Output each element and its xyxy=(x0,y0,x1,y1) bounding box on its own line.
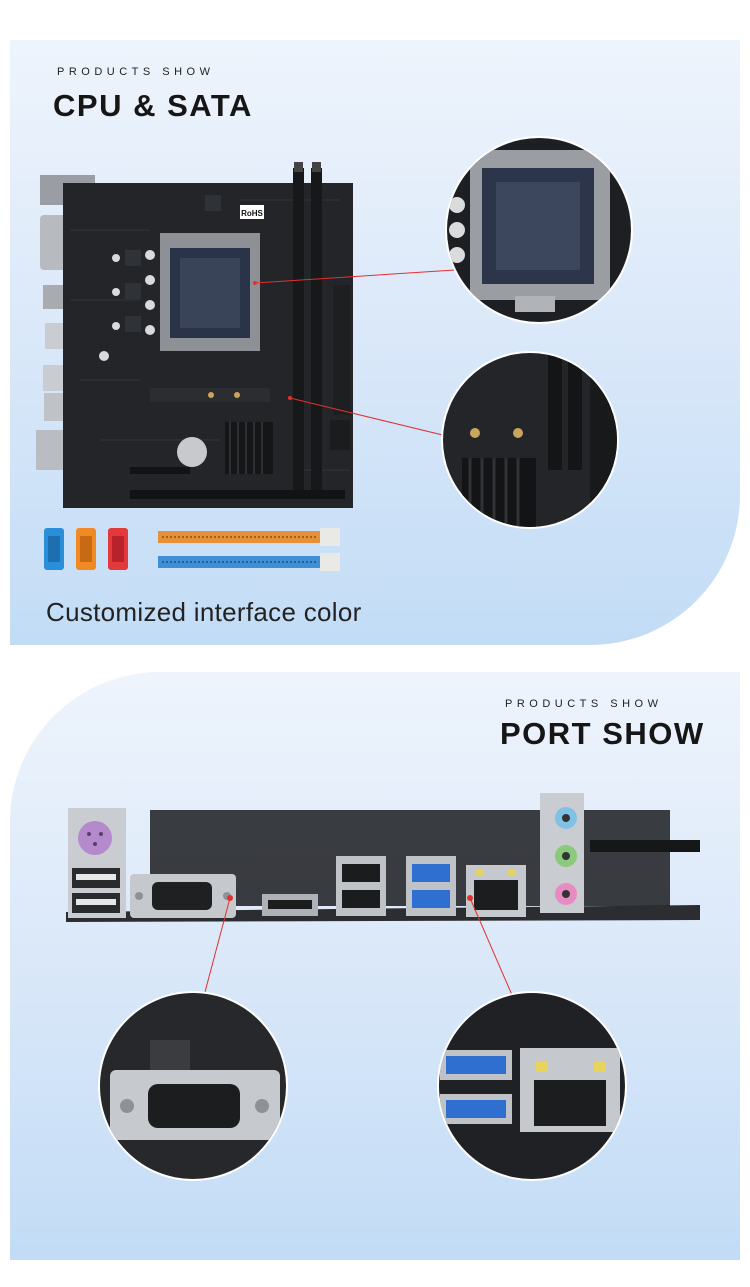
cpu-zoom-circle xyxy=(445,136,633,324)
motherboard-illustration: RoHS xyxy=(36,136,633,571)
port-show-panel xyxy=(10,672,740,1260)
callout-line-sata xyxy=(289,397,456,439)
dimm-slot xyxy=(311,168,322,498)
callout-line-lan xyxy=(469,897,513,996)
rohs-mark: RoHS xyxy=(241,209,263,218)
cmos-battery xyxy=(177,437,207,467)
ps2-port xyxy=(78,821,112,855)
section-title: CPU & SATA xyxy=(53,88,253,123)
vga-zoom-circle xyxy=(98,991,288,1181)
lan-zoom-circle xyxy=(437,991,627,1181)
sata-ports xyxy=(330,420,350,450)
atx-power-connector xyxy=(333,285,350,415)
pcie-slot xyxy=(590,840,700,852)
chipset-heatsink xyxy=(225,422,273,474)
pcie-x16-slot xyxy=(130,490,345,499)
section-caption: Customized interface color xyxy=(46,597,362,627)
callout-line-cpu xyxy=(254,269,456,284)
section-kicker: PRODUCTS SHOW xyxy=(57,66,215,78)
section-kicker: PRODUCTS SHOW xyxy=(505,698,663,710)
dimm-slot xyxy=(293,168,304,498)
section-title: PORT SHOW xyxy=(500,716,705,751)
pcie-x1-slot xyxy=(130,467,190,474)
callout-line-vga xyxy=(204,897,231,993)
